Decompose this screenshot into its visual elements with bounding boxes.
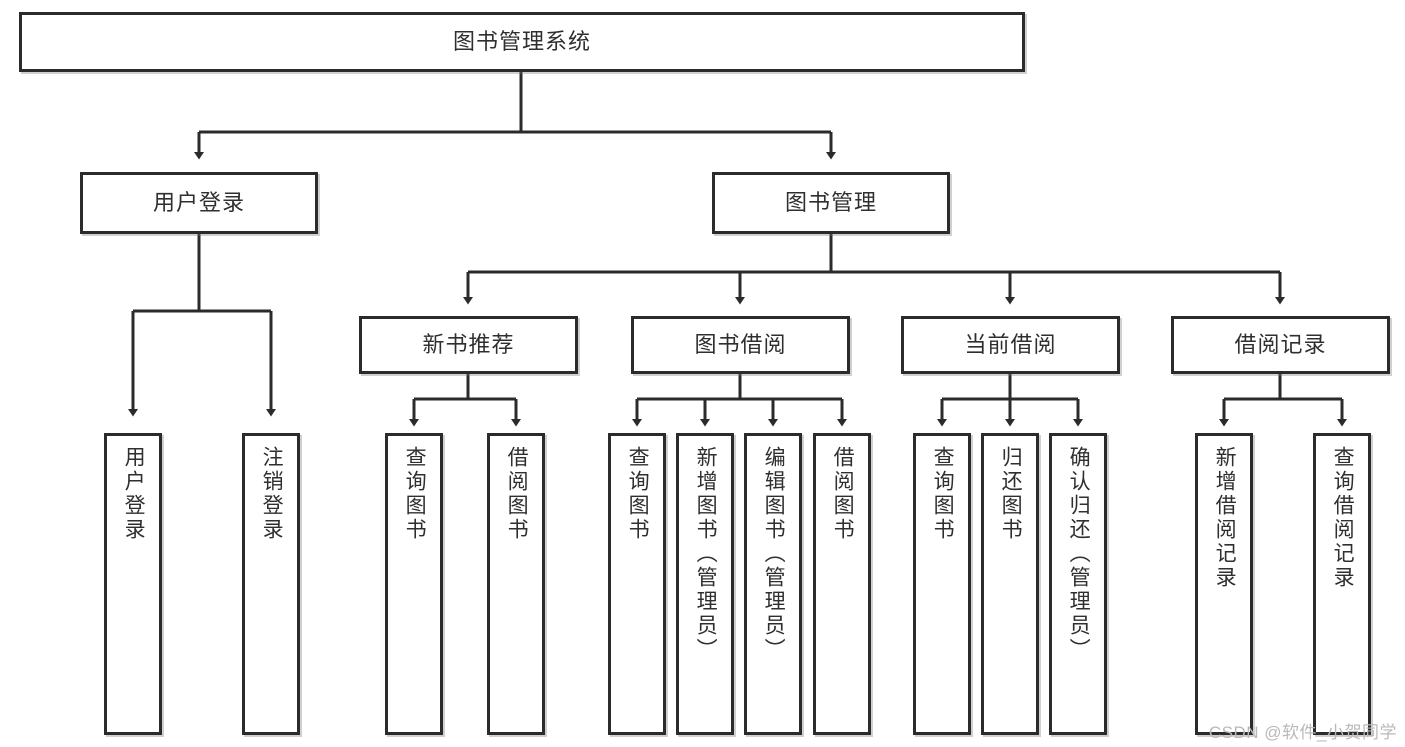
node-leaf-query-record[interactable]: 查询借阅记录 [1313, 433, 1371, 735]
node-book-borrow-label: 图书借阅 [694, 332, 787, 358]
node-user-login-label: 用户登录 [152, 190, 245, 216]
node-root[interactable]: 图书管理系统 [19, 12, 1025, 72]
node-leaf-edit-book[interactable]: 编辑图书（管理员） [744, 433, 802, 735]
node-leaf-logout-login-label: 注销登录 [260, 446, 284, 542]
node-leaf-return-book-label: 归还图书 [999, 446, 1023, 542]
node-borrow-record[interactable]: 借阅记录 [1171, 316, 1390, 374]
node-leaf-query-book-3[interactable]: 查询图书 [913, 433, 971, 735]
node-leaf-confirm-return[interactable]: 确认归还（管理员） [1049, 433, 1107, 735]
node-borrow-record-label: 借阅记录 [1234, 332, 1327, 358]
node-leaf-add-book-label: 新增图书（管理员） [694, 446, 718, 662]
node-leaf-user-login-label: 用户登录 [122, 446, 146, 542]
node-leaf-borrow-book-2-label: 借阅图书 [831, 446, 855, 542]
node-leaf-query-book-3-label: 查询图书 [931, 446, 955, 542]
node-leaf-add-record-label: 新增借阅记录 [1213, 446, 1237, 590]
node-root-label: 图书管理系统 [452, 29, 591, 55]
node-leaf-query-book-2-label: 查询图书 [626, 446, 650, 542]
node-leaf-query-book-1-label: 查询图书 [403, 446, 427, 542]
node-leaf-query-record-label: 查询借阅记录 [1331, 446, 1355, 590]
node-leaf-query-book-1[interactable]: 查询图书 [385, 433, 443, 735]
watermark: CSDN @软件_小贺同学 [1208, 723, 1397, 742]
node-leaf-user-login[interactable]: 用户登录 [104, 433, 162, 735]
node-leaf-add-record[interactable]: 新增借阅记录 [1195, 433, 1253, 735]
node-new-book-recommend-label: 新书推荐 [422, 332, 515, 358]
node-leaf-return-book[interactable]: 归还图书 [981, 433, 1039, 735]
node-leaf-borrow-book-1[interactable]: 借阅图书 [487, 433, 545, 735]
node-book-manage-label: 图书管理 [784, 190, 877, 216]
node-leaf-query-book-2[interactable]: 查询图书 [608, 433, 666, 735]
node-book-manage[interactable]: 图书管理 [712, 172, 950, 234]
node-leaf-add-book[interactable]: 新增图书（管理员） [676, 433, 734, 735]
node-leaf-borrow-book-1-label: 借阅图书 [505, 446, 529, 542]
node-current-borrow-label: 当前借阅 [964, 332, 1057, 358]
node-new-book-recommend[interactable]: 新书推荐 [359, 316, 578, 374]
node-leaf-logout-login[interactable]: 注销登录 [242, 433, 300, 735]
node-user-login[interactable]: 用户登录 [80, 172, 318, 234]
node-current-borrow[interactable]: 当前借阅 [901, 316, 1120, 374]
node-leaf-edit-book-label: 编辑图书（管理员） [762, 446, 786, 662]
node-book-borrow[interactable]: 图书借阅 [631, 316, 850, 374]
node-leaf-confirm-return-label: 确认归还（管理员） [1067, 446, 1091, 662]
node-leaf-borrow-book-2[interactable]: 借阅图书 [813, 433, 871, 735]
